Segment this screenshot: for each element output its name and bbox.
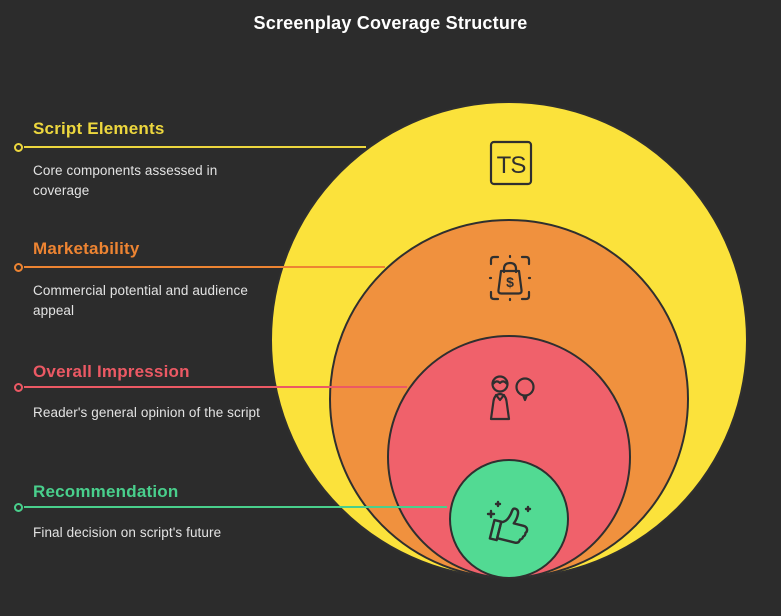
ts-badge-icon: TS — [489, 139, 533, 187]
svg-text:TS: TS — [497, 152, 526, 179]
shopping-bag-dollar-icon: $ — [486, 252, 534, 304]
label-recommendation: Recommendation Final decision on script'… — [33, 482, 333, 543]
label-script-elements: Script Elements Core components assessed… — [33, 119, 248, 201]
connector-marketability — [24, 266, 385, 268]
thumbs-up-icon — [481, 495, 539, 547]
connector-overall-impression — [24, 386, 407, 388]
label-marketability: Marketability Commercial potential and a… — [33, 239, 283, 321]
connector-recommendation — [24, 506, 447, 508]
label-recommendation-title: Recommendation — [33, 482, 179, 501]
label-overall-impression: Overall Impression Reader's general opin… — [33, 362, 333, 423]
label-recommendation-description: Final decision on script's future — [33, 525, 222, 540]
label-overall-impression-description: Reader's general opinion of the script — [33, 405, 261, 420]
person-idea-icon — [485, 374, 535, 424]
connector-dot-recommendation — [14, 503, 23, 512]
svg-text:$: $ — [506, 274, 514, 290]
label-script-elements-description: Core components assessed in coverage — [33, 163, 218, 198]
label-marketability-description: Commercial potential and audience appeal — [33, 283, 248, 318]
connector-dot-overall-impression — [14, 383, 23, 392]
label-script-elements-title: Script Elements — [33, 119, 165, 138]
label-marketability-title: Marketability — [33, 239, 140, 258]
connector-dot-script-elements — [14, 143, 23, 152]
connector-dot-marketability — [14, 263, 23, 272]
diagram-title: Screenplay Coverage Structure — [253, 13, 528, 33]
connector-script-elements — [24, 146, 366, 148]
label-overall-impression-title: Overall Impression — [33, 362, 190, 381]
